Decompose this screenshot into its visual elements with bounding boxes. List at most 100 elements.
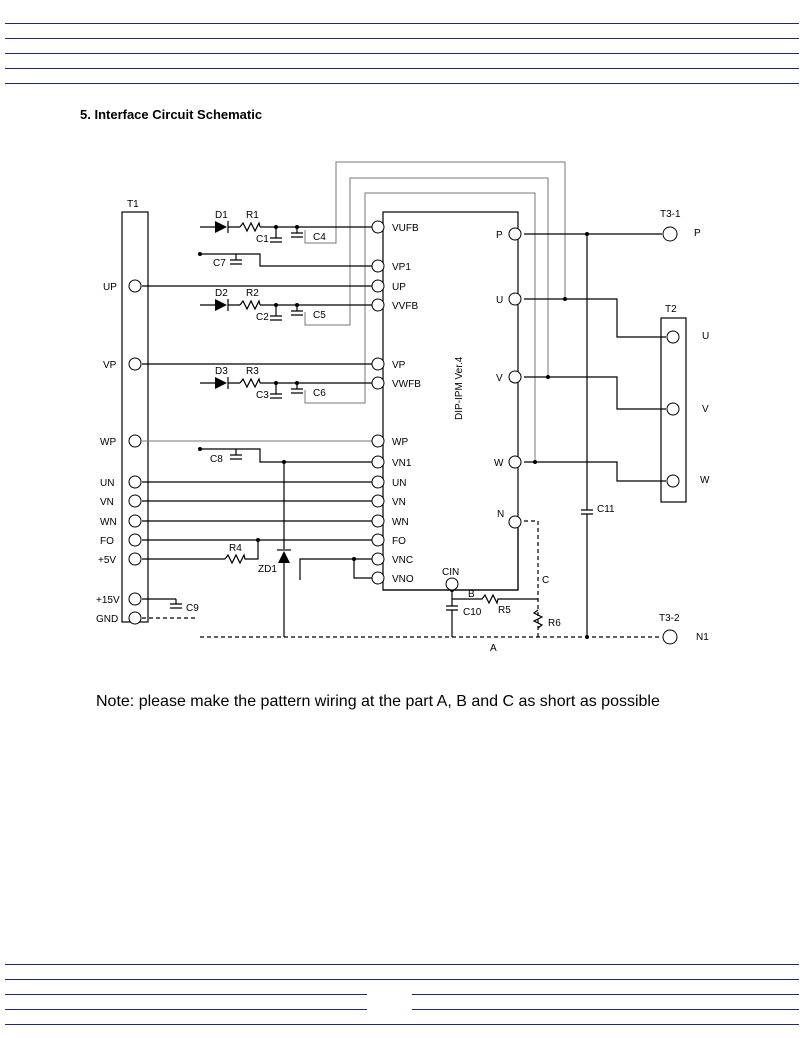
c2-label: C2: [256, 312, 269, 323]
r4-resistor: [224, 540, 259, 565]
part-c-dashed: [524, 520, 539, 637]
ipm-left-pins: [371, 220, 385, 585]
t2-terminal-block: [660, 317, 687, 503]
c7-label: C7: [213, 258, 226, 269]
t3-2-name: N1: [696, 632, 709, 643]
ipm-label: DIP-IPM Ver.4: [454, 356, 465, 420]
header-rule-5: [5, 83, 799, 84]
ipm-pin-u: U: [496, 295, 503, 306]
ipm-pin-v: V: [496, 373, 503, 384]
t1-pin-label-wn: WN: [100, 517, 117, 528]
footer-rule-4-right: [412, 1009, 799, 1010]
t3-2-label: T3-2: [659, 613, 680, 624]
r6-label: R6: [548, 618, 561, 629]
r5-resistor: [452, 593, 538, 605]
footer-rule-3-right: [412, 994, 799, 995]
c10-cap: [446, 590, 458, 637]
footer-rule-2: [5, 979, 799, 980]
d1-diode: [215, 221, 227, 233]
r4-label: R4: [229, 543, 242, 554]
t3-1-label: T3-1: [660, 209, 681, 220]
t1-pin-label-5v: +5V: [98, 555, 116, 566]
t2-pin-u: U: [702, 331, 709, 342]
c10-label: C10: [463, 607, 482, 618]
u-wire: [524, 298, 666, 338]
w-wire: [524, 461, 666, 482]
part-b-label: B: [468, 589, 475, 600]
d2-diode: [215, 299, 227, 311]
header-rule-2: [5, 38, 799, 39]
footer-rule-4-left: [5, 1009, 367, 1010]
ipm-pin-vno: VNO: [392, 574, 414, 585]
t2-pin-w: W: [700, 475, 710, 486]
r3-resistor: [239, 377, 261, 389]
vvfb-return-line: [304, 177, 549, 377]
t1-pin-label-vp: VP: [103, 360, 117, 371]
c11-cap: [581, 234, 593, 637]
t1-label: T1: [127, 199, 139, 210]
part-a-label: A: [490, 643, 497, 654]
c9-label: C9: [186, 603, 199, 614]
t1-pin-label-vn: VN: [100, 497, 114, 508]
c6-label: C6: [313, 388, 326, 399]
header-rule-4: [5, 68, 799, 69]
vp1-wire: [200, 253, 372, 267]
part-c-label: C: [542, 575, 549, 586]
d1-label: D1: [215, 210, 228, 221]
ipm-pin-n: N: [497, 509, 504, 520]
cin-wire: [383, 522, 519, 591]
t1-pin-label-gnd: GND: [96, 614, 118, 625]
t1-pin-label-fo: FO: [100, 536, 114, 547]
ipm-pin-p: P: [496, 230, 503, 241]
ipm-pin-vvfb: VVFB: [392, 301, 418, 312]
ipm-pin-vp: VP: [392, 360, 406, 371]
cin-label: CIN: [442, 567, 459, 578]
t1-pin-label-wp: WP: [100, 437, 116, 448]
t1-pin-label-15v: +15V: [96, 595, 120, 606]
footer-rule-1: [5, 964, 799, 965]
c8-label: C8: [210, 454, 223, 465]
vn1-wire: [200, 448, 372, 463]
ipm-right-pins: [445, 227, 522, 591]
header-rule-3: [5, 53, 799, 54]
r5-label: R5: [498, 605, 511, 616]
r1-resistor: [239, 221, 261, 233]
c5-label: C5: [313, 310, 326, 321]
t1-pin-label-up: UP: [103, 282, 117, 293]
c11-label: C11: [597, 504, 615, 515]
ipm-pin-vnc: VNC: [392, 555, 413, 566]
wiring-note: Note: please make the pattern wiring at …: [96, 693, 660, 710]
ipm-pin-fo: FO: [392, 536, 406, 547]
c1-c4-caps: [270, 227, 303, 243]
c9-cap: [170, 599, 182, 609]
ipm-pin-vp1: VP1: [392, 262, 411, 273]
vufb-return-line: [304, 161, 566, 299]
t3-1-name: P: [694, 228, 701, 239]
d3-label: D3: [215, 366, 228, 377]
c3-label: C3: [256, 390, 269, 401]
t2-pin-v: V: [702, 404, 709, 415]
footer-rule-3-left: [5, 994, 367, 995]
d2-label: D2: [215, 288, 228, 299]
t1-pin-label-un: UN: [100, 478, 114, 489]
footer-rule-5: [5, 1024, 799, 1025]
ipm-pin-wn: WN: [392, 517, 409, 528]
ipm-pin-vwfb: VWFB: [392, 379, 421, 390]
c7-cap: [230, 254, 242, 265]
header-rule-1: [5, 23, 799, 24]
r2-label: R2: [246, 288, 259, 299]
c8-cap: [230, 449, 242, 460]
v-wire: [524, 376, 666, 410]
section-title: 5. Interface Circuit Schematic: [80, 107, 263, 122]
ipm-pin-vn: VN: [392, 497, 406, 508]
ipm-pin-vufb: VUFB: [392, 223, 419, 234]
ipm-pin-up: UP: [392, 282, 406, 293]
zd1-label: ZD1: [258, 564, 277, 575]
r3-label: R3: [246, 366, 259, 377]
ipm-pin-wp: WP: [392, 437, 408, 448]
t2-label: T2: [665, 304, 677, 315]
vnc-wire: [299, 558, 372, 580]
ipm-pin-vn1: VN1: [392, 458, 412, 469]
d3-diode: [215, 377, 227, 389]
c4-label: C4: [313, 232, 326, 243]
